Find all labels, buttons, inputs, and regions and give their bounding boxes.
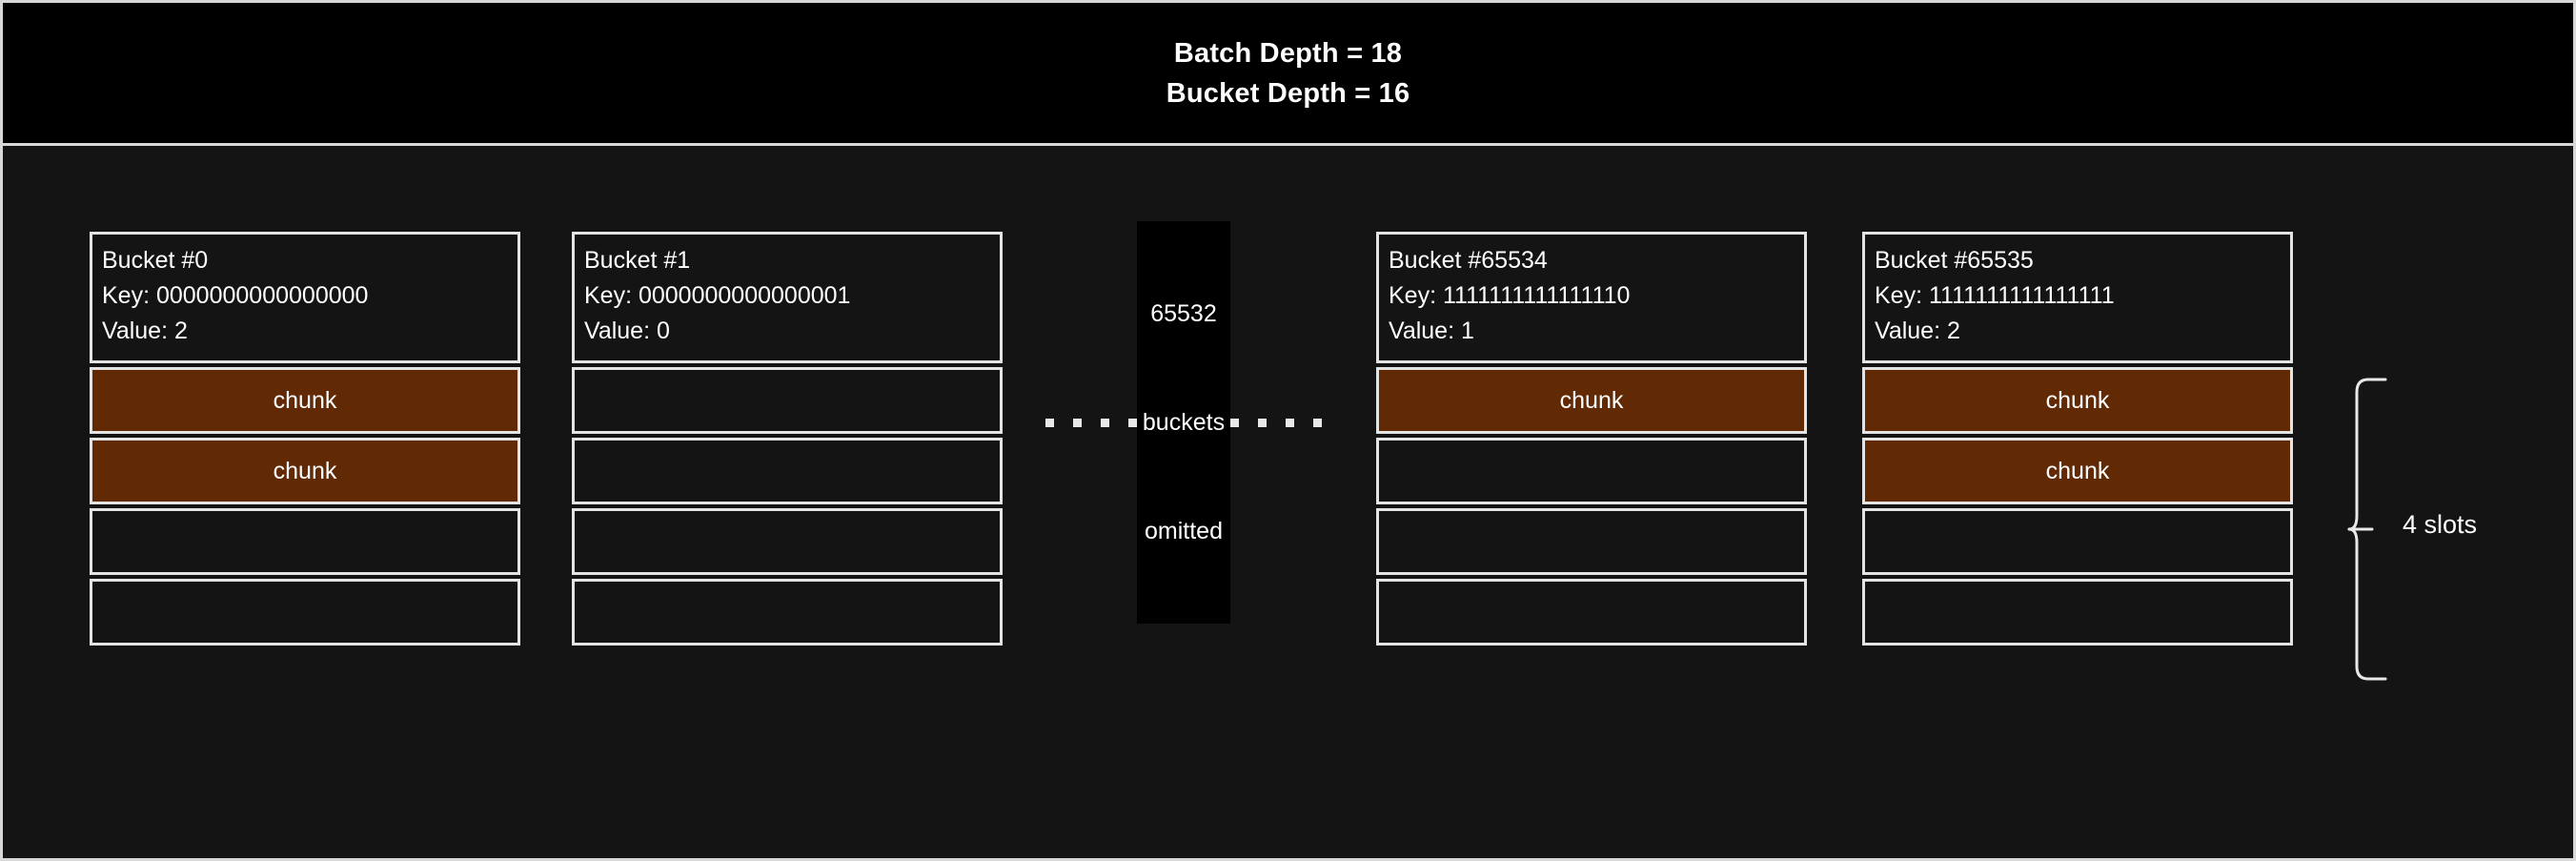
bucket-slots — [572, 367, 1003, 646]
omitted-buckets-text: 65532 buckets omitted — [1136, 221, 1231, 624]
chunk-slot-filled[interactable]: chunk — [1862, 438, 2293, 504]
omitted-word-buckets: buckets — [1142, 409, 1226, 436]
slots-count-label: 4 slots — [2403, 510, 2478, 539]
bucket-key: Key: 1111111111111110 — [1389, 282, 1631, 309]
chunk-slot-empty[interactable] — [572, 438, 1003, 504]
bucket-key: Key: 1111111111111111 — [1875, 282, 2115, 309]
chunk-slot-empty[interactable] — [1376, 579, 1807, 646]
chunk-label: chunk — [273, 457, 337, 484]
bucket-value: Value: 2 — [1875, 318, 1960, 344]
omitted-count: 65532 — [1150, 300, 1217, 327]
slots-annotation: 4 slots — [2347, 377, 2566, 682]
bucket-slots: chunk — [1376, 367, 1807, 646]
ellipsis-dot — [1313, 418, 1323, 427]
bucket-title: Bucket #1 — [584, 247, 691, 274]
ellipsis-dot — [1286, 418, 1295, 427]
bucket-value: Value: 1 — [1389, 318, 1474, 344]
bucket-depth-label: Bucket Depth = 16 — [1166, 77, 1410, 109]
ellipsis-dot — [1127, 418, 1137, 427]
bucket-slots: chunk chunk — [90, 367, 520, 646]
diagram-header: Batch Depth = 18 Bucket Depth = 16 — [3, 3, 2573, 146]
chunk-slot-filled[interactable]: chunk — [90, 367, 520, 434]
chunk-slot-empty[interactable] — [1862, 508, 2293, 575]
curly-brace-icon — [2347, 378, 2387, 681]
bucket-key: Key: 0000000000000000 — [102, 282, 369, 309]
bucket-title: Bucket #65535 — [1875, 247, 2034, 274]
omitted-buckets-marker: 65532 buckets omitted — [1030, 221, 1337, 624]
bucket-title: Bucket #0 — [102, 247, 209, 274]
ellipsis-dot — [1100, 418, 1109, 427]
bucket-slots: chunk chunk — [1862, 367, 2293, 646]
bucket-value: Value: 2 — [102, 318, 188, 344]
chunk-slot-empty[interactable] — [1376, 508, 1807, 575]
ellipsis-dot — [1072, 418, 1082, 427]
chunk-label: chunk — [2045, 457, 2110, 484]
chunk-slot-empty[interactable] — [1862, 579, 2293, 646]
ellipsis-dot — [1045, 418, 1054, 427]
bucket-title: Bucket #65534 — [1389, 247, 1548, 274]
chunk-slot-filled[interactable]: chunk — [1376, 367, 1807, 434]
chunk-slot-empty[interactable] — [90, 508, 520, 575]
chunk-slot-empty[interactable] — [572, 508, 1003, 575]
bucket-key: Key: 0000000000000001 — [584, 282, 851, 309]
omitted-word-omitted: omitted — [1145, 518, 1223, 544]
chunk-slot-empty[interactable] — [1376, 438, 1807, 504]
chunk-label: chunk — [1559, 386, 1624, 414]
ellipsis-dot — [1230, 418, 1240, 427]
chunk-slot-filled[interactable]: chunk — [90, 438, 520, 504]
chunk-slot-empty[interactable] — [572, 579, 1003, 646]
bucket-value: Value: 0 — [584, 318, 670, 344]
dots-left — [1045, 418, 1137, 427]
chunk-slot-empty[interactable] — [90, 579, 520, 646]
chunk-label: chunk — [273, 386, 337, 414]
chunk-label: chunk — [2045, 386, 2110, 414]
chunk-slot-filled[interactable]: chunk — [1862, 367, 2293, 434]
chunk-slot-empty[interactable] — [572, 367, 1003, 434]
ellipsis-dot — [1258, 418, 1268, 427]
dots-right — [1230, 418, 1323, 427]
batch-depth-label: Batch Depth = 18 — [1173, 37, 1403, 69]
